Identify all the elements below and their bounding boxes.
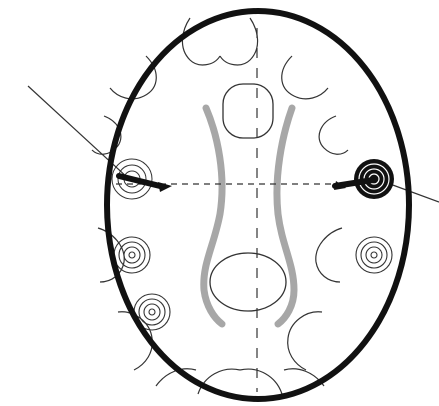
oval-figure (0, 0, 439, 406)
